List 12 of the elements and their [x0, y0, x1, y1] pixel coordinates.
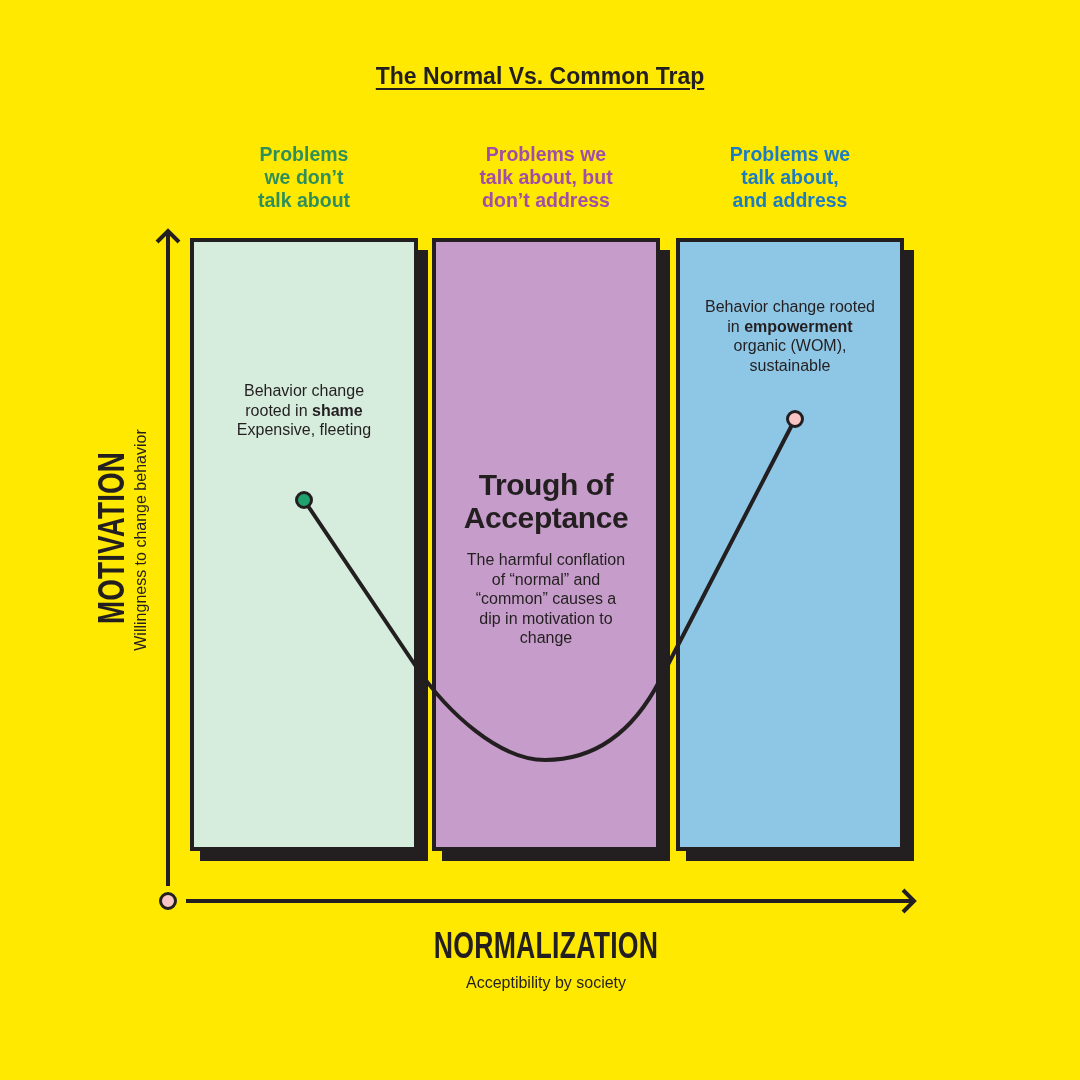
x-axis-title: NORMALIZATION [433, 928, 659, 964]
column-heading: Problems we talk about, and address [728, 143, 852, 212]
column-heading: Problems we talk about, but don’t address [478, 143, 614, 212]
y-axis-title: MOTIVATION [94, 451, 130, 625]
diagram-title: The Normal Vs. Common Trap [375, 62, 705, 90]
trough-title: Trough of Acceptance [462, 468, 630, 534]
description-text: Behavior change rooted in shame Expensive, fleeting [235, 381, 373, 440]
y-axis-caption: Willingness to change behavior [130, 429, 150, 651]
x-axis-caption: Acceptibility by society [465, 972, 627, 992]
description-text: Behavior change rooted in empowerment organic (WOM), sustainable [704, 297, 876, 375]
description-text: The harmful conflation of “normal” and “common” causes a dip in motivation to change [465, 550, 627, 648]
column-heading: Problems we don’t talk about [256, 143, 352, 212]
